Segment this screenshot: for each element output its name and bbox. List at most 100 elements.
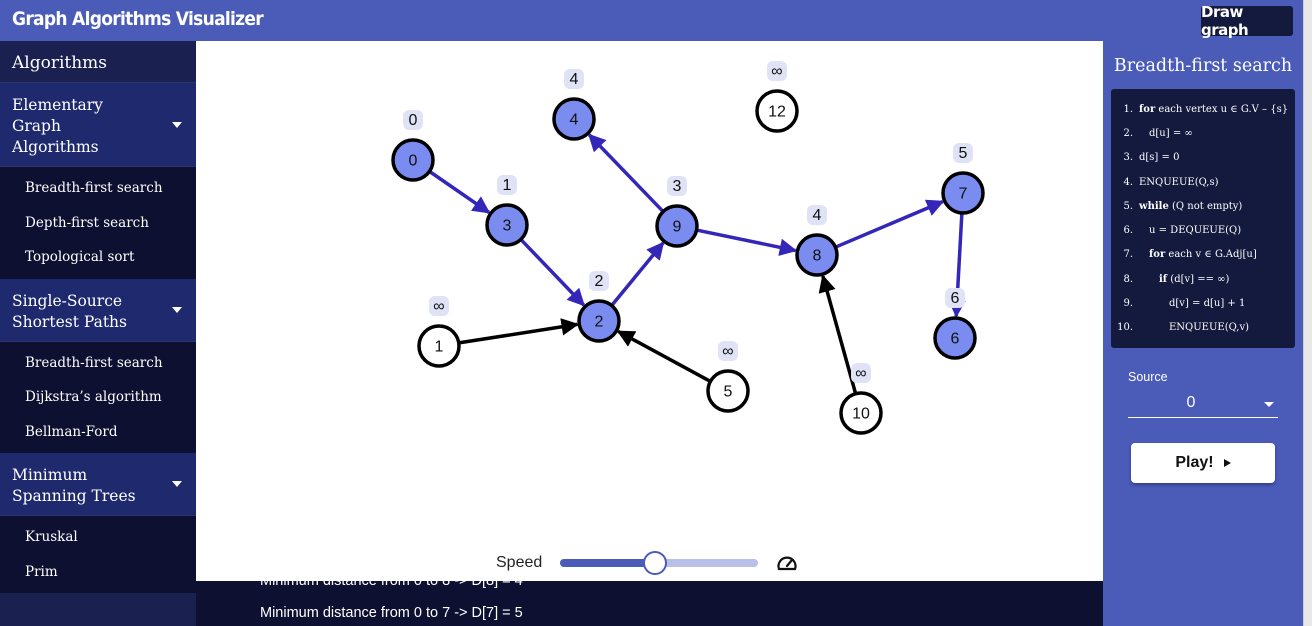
line-number: 5. — [1123, 200, 1133, 212]
node-circle[interactable] — [755, 89, 799, 133]
edge-9-4 — [587, 133, 665, 213]
distance-label: ∞ — [771, 63, 782, 80]
line-text: while (Q not empty) — [1139, 201, 1242, 212]
pseudocode-line: 5. while (Q not empty) — [1111, 194, 1295, 218]
sidebar-item-kruskal[interactable]: Kruskal — [25, 529, 78, 545]
node-circle[interactable] — [941, 171, 985, 215]
distance-badge — [667, 176, 687, 196]
distance-badge — [564, 69, 584, 89]
keyword: while — [1139, 200, 1169, 212]
node-label: 9 — [673, 219, 682, 236]
distance-label: ∞ — [722, 343, 733, 360]
node-circle[interactable] — [655, 204, 699, 248]
graph-node-9[interactable]: 39 — [655, 176, 699, 248]
line-body: each vertex u ∈ G.V – {s} — [1155, 103, 1289, 115]
line-number: 4. — [1123, 176, 1133, 188]
draw-graph-button[interactable]: Draw graph — [1201, 3, 1293, 39]
sidebar-item-dijkstra[interactable]: Dijkstra’s algorithm — [25, 389, 162, 405]
distance-label: 0 — [409, 112, 418, 129]
graph-node-2[interactable]: 22 — [577, 271, 621, 343]
line-body: (Q not empty) — [1168, 200, 1243, 212]
section-single-source-shortest-paths[interactable]: Single-Source Shortest Paths — [0, 278, 196, 342]
graph-node-0[interactable]: 00 — [391, 110, 435, 182]
node-circle[interactable] — [552, 97, 596, 141]
line-text: for each vertex u ∈ G.V – {s} — [1139, 104, 1288, 115]
play-label: Play! — [1175, 454, 1214, 471]
graph-node-10[interactable]: ∞10 — [839, 363, 883, 435]
distance-badge — [718, 341, 738, 361]
line-body: ENQUEUE(Q,s) — [1139, 176, 1219, 188]
sidebar-item-bfs[interactable]: Breadth-first search — [25, 180, 163, 196]
line-text: for each v ∈ G.Adj[u] — [1139, 249, 1257, 260]
pseudocode-line: 9.d[v] = d[u] + 1 — [1111, 291, 1295, 315]
node-circle[interactable] — [795, 233, 839, 277]
node-circle[interactable] — [577, 299, 621, 343]
node-circle[interactable] — [706, 369, 750, 413]
speed-control: Speed — [496, 548, 798, 578]
node-label: 4 — [570, 112, 579, 129]
line-text: d[s] = 0 — [1139, 152, 1179, 163]
distance-badge — [851, 363, 871, 383]
node-label: 12 — [768, 104, 786, 121]
graph-node-4[interactable]: 44 — [552, 69, 596, 141]
line-number: 7. — [1123, 249, 1133, 261]
line-body: d[u] = ∞ — [1149, 127, 1193, 139]
node-circle[interactable] — [391, 138, 435, 182]
distance-badge — [429, 296, 449, 316]
slider-fill — [560, 559, 656, 567]
source-select[interactable]: 0 — [1128, 391, 1278, 418]
node-circle[interactable] — [485, 203, 529, 247]
scrollbar[interactable] — [1303, 0, 1312, 626]
section-title-line2: Algorithms — [12, 138, 99, 156]
line-text: d[v] = d[u] + 1 — [1139, 298, 1245, 309]
node-label: 8 — [813, 248, 822, 265]
distance-label: 5 — [959, 145, 968, 162]
line-body: d[s] = 0 — [1139, 152, 1180, 164]
graph-node-8[interactable]: 48 — [795, 205, 839, 277]
graph-node-5[interactable]: ∞5 — [706, 341, 750, 413]
graph-node-7[interactable]: 57 — [941, 143, 985, 215]
speed-slider[interactable] — [560, 551, 759, 575]
line-body: u = DEQUEUE(Q) — [1149, 225, 1242, 237]
line-body: d[v] = d[u] + 1 — [1169, 298, 1246, 310]
sidebar-item-dfs[interactable]: Depth-first search — [25, 214, 149, 231]
algorithm-panel: Breadth-first search 1.for each vertex u… — [1103, 41, 1303, 626]
section-items: Breadth-first search Dijkstra’s algorith… — [0, 341, 196, 475]
section-items: Kruskal Prim — [0, 516, 196, 593]
graph-node-12[interactable]: ∞ 12 — [755, 61, 799, 133]
sidebar-item-prim[interactable]: Prim — [25, 563, 58, 580]
line-text: ENQUEUE(Q,v) — [1139, 322, 1249, 333]
slider-thumb[interactable] — [643, 551, 668, 575]
node-circle[interactable] — [933, 316, 977, 360]
line-number: 2. — [1123, 127, 1133, 139]
graph-node-1[interactable]: ∞1 — [417, 296, 461, 368]
edge-10-8 — [818, 274, 858, 395]
node-circle[interactable] — [417, 324, 461, 368]
sidebar-item-topological-sort[interactable]: Topological sort — [25, 249, 135, 265]
distance-label: 3 — [673, 178, 682, 195]
sidebar-item-bellman-ford[interactable]: Bellman-Ford algorithm — [25, 423, 118, 475]
distance-label: 2 — [595, 273, 604, 290]
edge-3-2 — [519, 238, 586, 307]
section-elementary-graph-algorithms[interactable]: Elementary Graph Algorithms — [0, 83, 196, 167]
sidebar-heading: Algorithms — [0, 41, 196, 83]
distance-label: ∞ — [433, 298, 444, 315]
app-title: Graph Algorithms Visualizer — [12, 8, 264, 30]
section-minimum-spanning-trees[interactable]: Minimum Spanning Trees — [0, 453, 196, 516]
graph-node-6[interactable]: 66 — [933, 288, 977, 360]
chevron-down-icon[interactable] — [172, 481, 182, 487]
node-circle[interactable] — [839, 391, 883, 435]
graph-node-3[interactable]: 13 — [485, 175, 529, 247]
chevron-down-icon[interactable] — [172, 121, 182, 128]
edge-8-7 — [834, 199, 945, 249]
chevron-down-icon[interactable] — [172, 306, 182, 313]
distance-badge — [767, 61, 787, 81]
section-title-line1: Elementary Graph — [12, 96, 103, 135]
sidebar-item-bfs-shortest[interactable]: Breadth-first search — [25, 354, 163, 371]
pseudocode-line: 2. d[u] = ∞ — [1111, 121, 1295, 145]
log-line: Minimum distance from 0 to 7 -> D[7] = 5 — [260, 605, 523, 621]
chevron-down-icon[interactable] — [1264, 402, 1274, 407]
play-button[interactable]: Play! — [1131, 443, 1275, 483]
